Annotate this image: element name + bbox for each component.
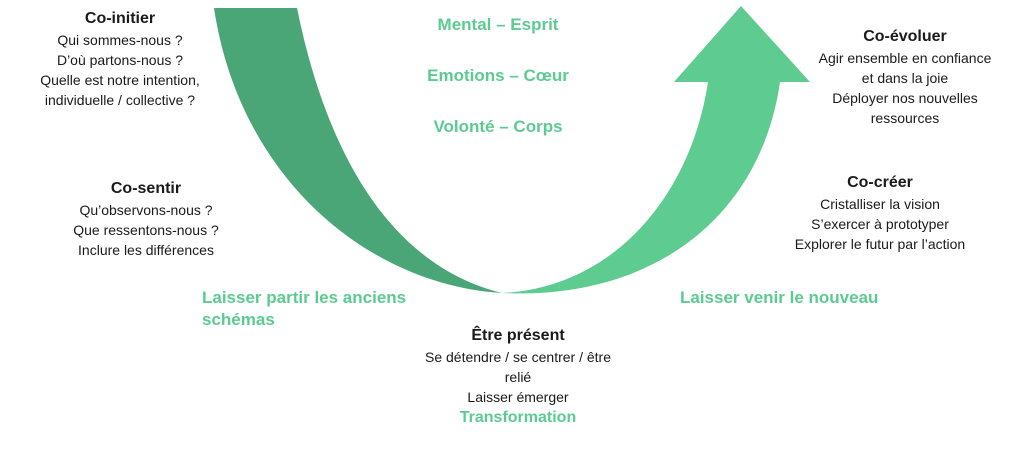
co-creer-line: S’exercer à prototyper — [811, 216, 949, 232]
etre-present-line: relié — [504, 369, 532, 385]
transformation-label: Transformation — [459, 409, 577, 426]
co-creer-line: Explorer le futur par l’action — [794, 236, 966, 252]
left-phase-label-line: schémas — [202, 310, 275, 329]
u-right-ascending-band-arrow — [502, 6, 810, 294]
co-evoluer-title: Co-évoluer — [863, 28, 947, 45]
co-initier-line: individuelle / collective ? — [44, 92, 196, 108]
etre-present-title: Être présent — [471, 327, 565, 344]
etre-present-line: Laisser émerger — [467, 389, 569, 405]
co-sentir-line: Que ressentons-nous ? — [73, 222, 219, 238]
co-evoluer-line: ressources — [870, 110, 940, 126]
co-evoluer-line: Déployer nos nouvelles — [832, 90, 978, 106]
left-phase-label: Laisser partir les anciens schémas — [202, 287, 442, 331]
co-creer-line: Cristalliser la vision — [820, 196, 940, 212]
level-volonte: Volonté – Corps — [433, 117, 563, 136]
left-phase-label-line: Laisser partir les anciens — [202, 288, 407, 307]
co-sentir-block: Co-sentir Qu’observons-nous ? Que ressen… — [46, 178, 246, 260]
co-sentir-title: Co-sentir — [110, 180, 182, 197]
co-creer-title: Co-créer — [847, 174, 913, 191]
co-sentir-line: Qu’observons-nous ? — [79, 202, 213, 218]
etre-present-block: Être présent Se détendre / se centrer / … — [398, 325, 638, 429]
level-mental: Mental – Esprit — [437, 15, 559, 34]
co-evoluer-line: Agir ensemble en confiance — [818, 50, 992, 66]
co-sentir-line: Inclure les différences — [78, 242, 214, 258]
co-initier-block: Co-initier Qui sommes-nous ? D’où parton… — [20, 8, 220, 110]
co-initier-line: D’où partons-nous ? — [56, 52, 184, 68]
u-left-descending-band — [214, 8, 502, 293]
co-initier-line: Qui sommes-nous ? — [57, 32, 183, 48]
co-initier-line: Quelle est notre intention, — [40, 72, 200, 88]
right-phase-label: Laisser venir le nouveau — [680, 288, 879, 307]
co-initier-title: Co-initier — [84, 10, 156, 27]
co-evoluer-block: Co-évoluer Agir ensemble en confiance et… — [800, 26, 1010, 128]
etre-present-line: Se détendre / se centrer / être — [425, 349, 611, 365]
co-creer-block: Co-créer Cristalliser la vision S’exerce… — [770, 172, 990, 254]
level-emotions: Emotions – Cœur — [427, 66, 569, 85]
co-evoluer-line: et dans la joie — [861, 70, 949, 86]
